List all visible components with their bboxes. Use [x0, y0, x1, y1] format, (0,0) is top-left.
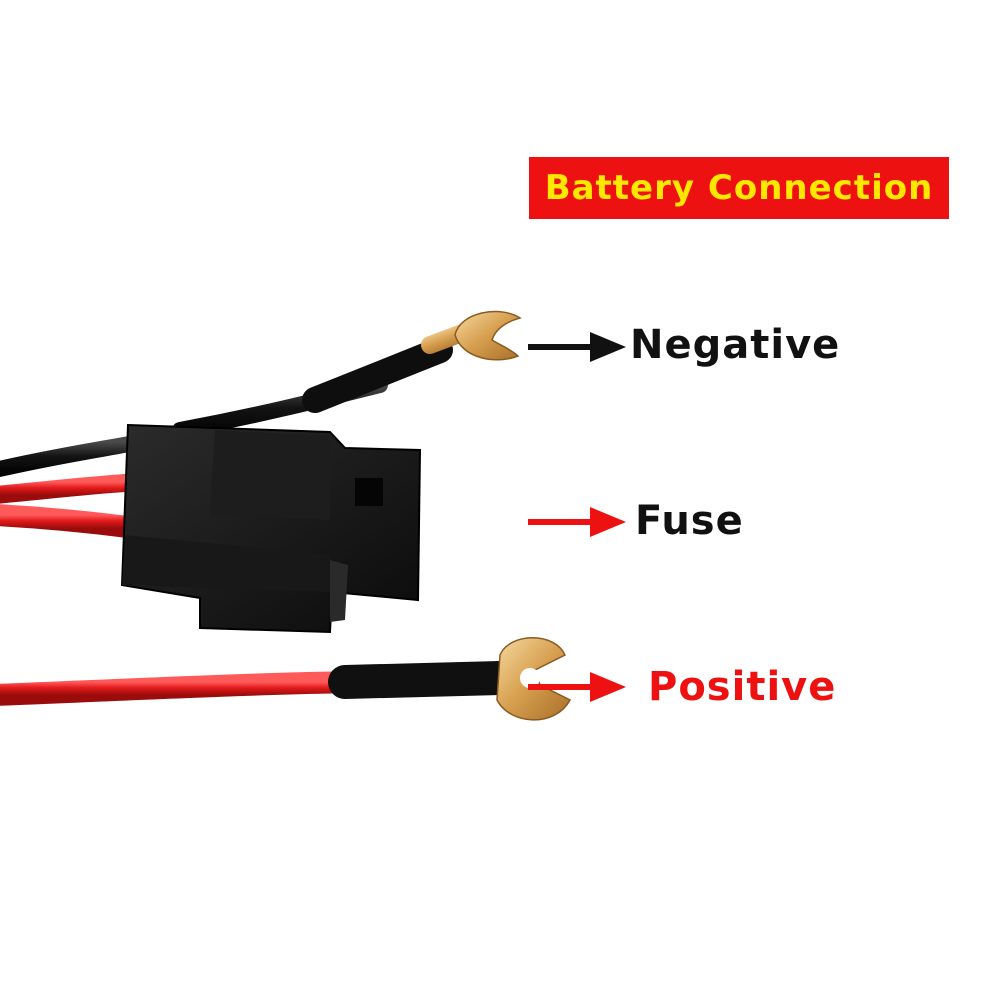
- positive-arrow-icon: [528, 672, 626, 702]
- positive-label: Positive: [648, 664, 837, 710]
- fuse-arrow-icon: [528, 507, 626, 537]
- fuse-wire-upper: [0, 473, 149, 504]
- title-text: Battery Connection: [544, 168, 934, 208]
- negative-label: Negative: [630, 322, 841, 368]
- negative-terminal: [421, 310, 522, 361]
- fuse-label: Fuse: [635, 498, 744, 544]
- positive-heat-shrink: [328, 661, 517, 699]
- negative-arrow-icon: [528, 332, 626, 362]
- fuse-wire-lower: [0, 504, 146, 539]
- title-banner: Battery Connection: [529, 157, 949, 219]
- positive-terminal: [479, 637, 572, 721]
- negative-heat-shrink: [302, 337, 453, 413]
- negative-wire-left: [0, 434, 148, 478]
- fuse-holder: [120, 423, 422, 634]
- positive-wire: [0, 671, 366, 706]
